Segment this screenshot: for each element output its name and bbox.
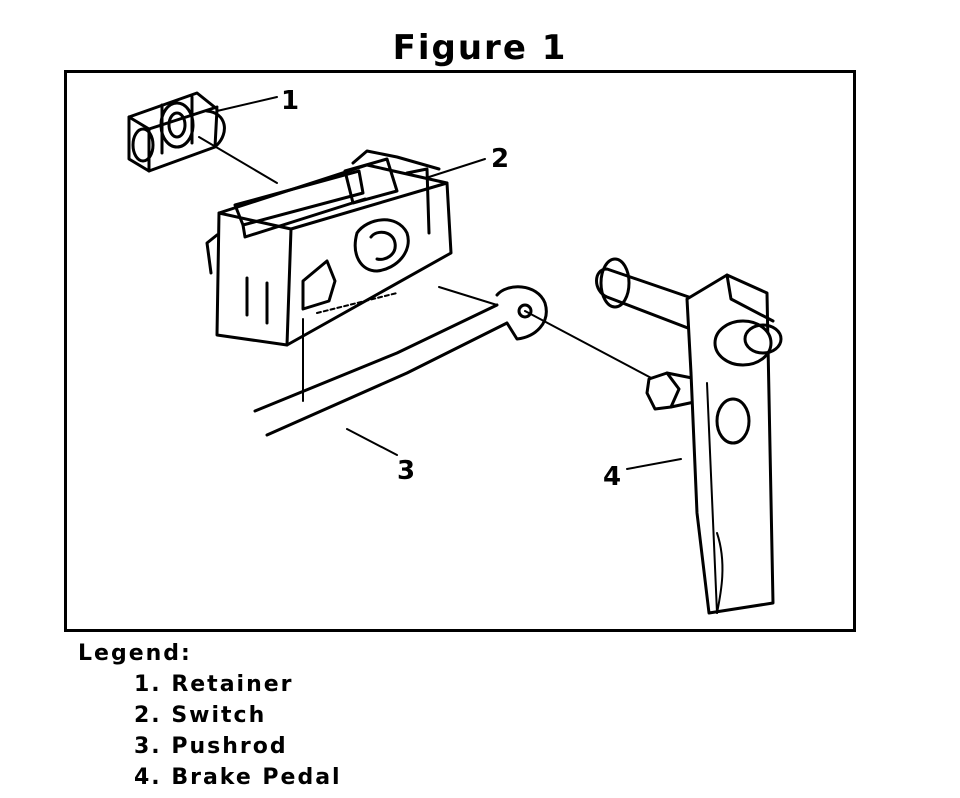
legend-item-retainer: 1. Retainer — [134, 672, 294, 697]
callout-4: 4 — [603, 462, 621, 492]
legend-item-pushrod: 3. Pushrod — [134, 734, 288, 759]
callout-1: 1 — [281, 86, 299, 116]
callout-leader-4 — [626, 458, 682, 470]
legend-heading: Legend: — [78, 641, 192, 666]
legend: Legend: 1. Retainer 2. Switch 3. Pushrod… — [78, 638, 342, 793]
diagram-illustration: 1 2 3 4 — [127, 86, 783, 615]
callout-3: 3 — [397, 456, 415, 486]
pushrod-part — [253, 285, 709, 437]
diagram-frame: 1 2 3 4 — [64, 70, 856, 632]
retainer-part — [127, 91, 278, 184]
callout-2: 2 — [491, 144, 509, 174]
legend-item-switch: 2. Switch — [134, 703, 267, 728]
figure-title: Figure 1 — [392, 28, 568, 68]
brake-pedal-part — [595, 257, 783, 615]
legend-item-brake-pedal: 4. Brake Pedal — [134, 765, 342, 790]
switch-part — [205, 149, 453, 402]
callout-leader-3 — [346, 428, 398, 456]
callout-leader-1 — [216, 96, 278, 112]
callout-leader-2 — [428, 158, 486, 178]
